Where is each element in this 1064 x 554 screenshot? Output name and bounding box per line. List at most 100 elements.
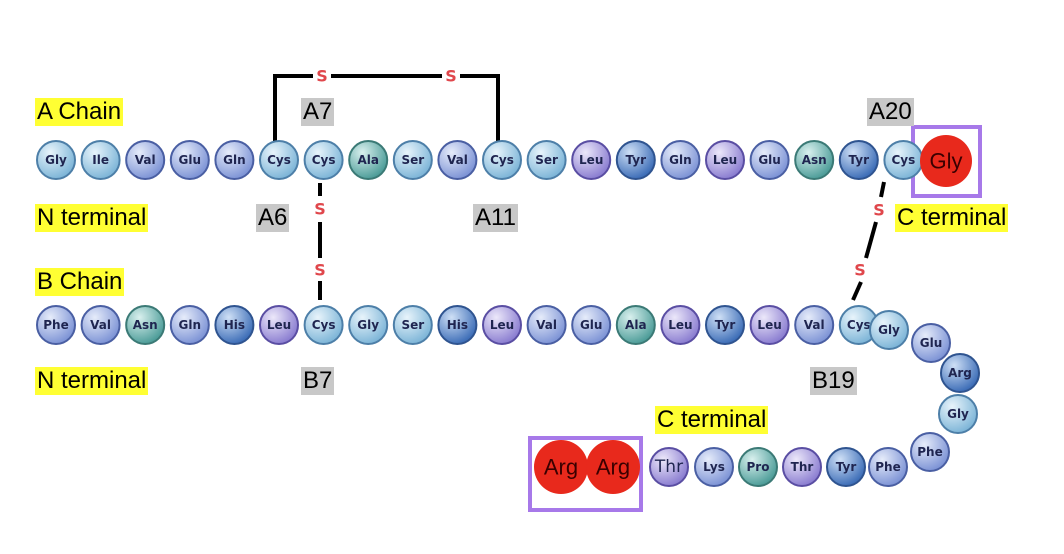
b-chain-modified-residue-2-circle xyxy=(586,440,640,494)
b-chain-residue-8: Gly xyxy=(348,305,389,345)
a-chain-residue-4: Glu xyxy=(169,140,210,180)
b-chain-residue-13-circle xyxy=(571,305,612,345)
b-chain-tail-residue-11-circle xyxy=(649,447,689,487)
b-chain-residue-18-label: Val xyxy=(804,318,825,332)
b-chain-tail-residue-8-circle xyxy=(782,447,822,487)
a-chain-residue-8-label: Ala xyxy=(357,153,379,167)
b-chain-residue-10-circle xyxy=(437,305,478,345)
b-chain-residue-5-circle xyxy=(214,305,255,345)
bond-a20-b19-line-upper xyxy=(879,181,886,198)
b-chain-tail-residue-1: Gly xyxy=(869,310,909,350)
b-chain-residue-4: Gln xyxy=(169,305,210,345)
b-chain-tail-residue-8-label: Thr xyxy=(791,460,814,474)
a-chain-n-terminal-label: N terminal xyxy=(35,204,149,232)
s-a11-top-bg xyxy=(442,65,460,87)
b-chain-tail-residue-7-circle xyxy=(826,447,866,487)
a-chain-residue-3: Val xyxy=(125,140,166,180)
s-a7-bg xyxy=(311,198,329,220)
a-chain-residue-16: Leu xyxy=(705,140,745,180)
b-chain-tail-residue-11-label: Thr xyxy=(654,457,683,477)
s-a11-top-atom: S xyxy=(445,67,457,86)
b-chain-residue-7-circle xyxy=(303,305,344,345)
a-chain-residue-14-label: Tyr xyxy=(626,153,647,167)
b-chain-residue-14-circle xyxy=(615,305,656,345)
b-chain-tail-residue-2: Glu xyxy=(911,323,951,363)
b-chain-residue-10-label: His xyxy=(447,318,468,332)
b-chain-tail-residue-5-label: Phe xyxy=(917,445,942,459)
a-chain-residue-18-label: Asn xyxy=(802,153,827,167)
a-chain-residue-18: Asn xyxy=(794,140,835,180)
a-chain-residue-18-circle xyxy=(794,140,835,180)
b-chain-residue-9: Ser xyxy=(392,305,433,345)
a-chain-residue-9: Ser xyxy=(392,140,433,180)
a-chain-residue-13: Leu xyxy=(571,140,612,180)
b-chain-tail-residue-4: Gly xyxy=(938,394,978,434)
b-chain-residue-11-label: Leu xyxy=(490,318,514,332)
b-chain-residue-6-circle xyxy=(259,305,299,345)
b-chain-residue-11: Leu xyxy=(482,305,522,345)
a-chain-label: A Chain xyxy=(35,98,124,126)
a-chain-residue-20-label: Cys xyxy=(892,153,916,167)
b-chain-residue-5: His xyxy=(214,305,255,345)
a-chain-residue-8: Ala xyxy=(348,140,389,180)
b-chain-residue-9-circle xyxy=(392,305,433,345)
b-chain-modified-residue-2-label: Arg xyxy=(596,455,630,480)
b-chain-residue-3-label: Asn xyxy=(133,318,158,332)
a-chain-residue-15-circle xyxy=(660,140,701,180)
b-chain-residue-3: Asn xyxy=(125,305,166,345)
b-chain-residue-12: Val xyxy=(526,305,567,345)
s-b7-bg xyxy=(311,259,329,281)
a-chain-residue-1-label: Gly xyxy=(45,153,67,167)
b-chain-modified-box xyxy=(528,436,643,512)
b-chain-residue-2-circle xyxy=(80,305,121,345)
b-chain-n-terminal-label: N terminal xyxy=(35,367,149,395)
b-chain-tail-residue-3: Arg xyxy=(940,353,980,393)
a-chain-residue-5-circle xyxy=(214,140,255,180)
a-chain-residue-7: Cys xyxy=(303,140,344,180)
a-chain-residue-17-circle xyxy=(749,140,790,180)
a-chain-residue-4-circle xyxy=(169,140,210,180)
b-chain-tail-residue-7: Tyr xyxy=(826,447,866,487)
b-chain-tail-residue-10-label: Lys xyxy=(703,460,725,474)
bond-a6-a11-line xyxy=(273,74,500,150)
b-chain-residue-17-label: Leu xyxy=(757,318,781,332)
b-chain-residue-17: Leu xyxy=(749,305,790,345)
b-chain-residue-8-label: Gly xyxy=(357,318,379,332)
b-chain-modified-residue-1-circle xyxy=(534,440,588,494)
a-chain-residue-13-label: Leu xyxy=(579,153,603,167)
b-chain-tail-residue-7-label: Tyr xyxy=(836,460,857,474)
s-a7-atom: S xyxy=(314,200,326,219)
b-chain-residue-16: Tyr xyxy=(705,305,745,345)
a-chain-residue-14: Tyr xyxy=(615,140,656,180)
a-chain-residue-11-label: Cys xyxy=(490,153,514,167)
a-chain-residue-3-label: Val xyxy=(135,153,156,167)
b-chain-tail-residue-11: Thr xyxy=(649,447,689,487)
b-chain-tail-residue-1-circle xyxy=(869,310,909,350)
b-chain-residue-1-circle xyxy=(36,305,76,345)
a-chain-residue-20: Cys xyxy=(883,140,924,180)
a-chain-residue-19-circle xyxy=(838,140,879,180)
bond-a20-b19-line-lower xyxy=(851,281,863,301)
b-chain-tail-residue-4-label: Gly xyxy=(947,407,969,421)
a-chain-residue-12-circle xyxy=(526,140,567,180)
a20-label: A20 xyxy=(867,98,914,126)
b-chain-residue-11-circle xyxy=(482,305,522,345)
b-chain-residue-6-label: Leu xyxy=(267,318,291,332)
b-chain-tail-residue-6-label: Phe xyxy=(875,460,900,474)
b-chain-residue-1: Phe xyxy=(36,305,76,345)
b-chain-tail-residue-10-circle xyxy=(694,447,734,487)
b-chain-tail-residue-1-label: Gly xyxy=(878,323,900,337)
b-chain-tail-residue-5-circle xyxy=(910,432,950,472)
s-a6-top-bg xyxy=(313,65,331,87)
b-chain-modified-residue-2: Arg xyxy=(586,440,640,494)
a-chain-modified-residue: Gly xyxy=(920,135,972,187)
b-chain-c-terminal-label: C terminal xyxy=(655,406,769,434)
a-chain-residue-12-label: Ser xyxy=(535,153,558,167)
b-chain-residue-19-label: Cys xyxy=(847,318,871,332)
a-chain-residue-15-label: Gln xyxy=(669,153,692,167)
a7-label: A7 xyxy=(301,98,335,126)
a-chain-residue-10-circle xyxy=(437,140,478,180)
a-chain-residue-15: Gln xyxy=(660,140,701,180)
b-chain-residue-13: Glu xyxy=(571,305,612,345)
